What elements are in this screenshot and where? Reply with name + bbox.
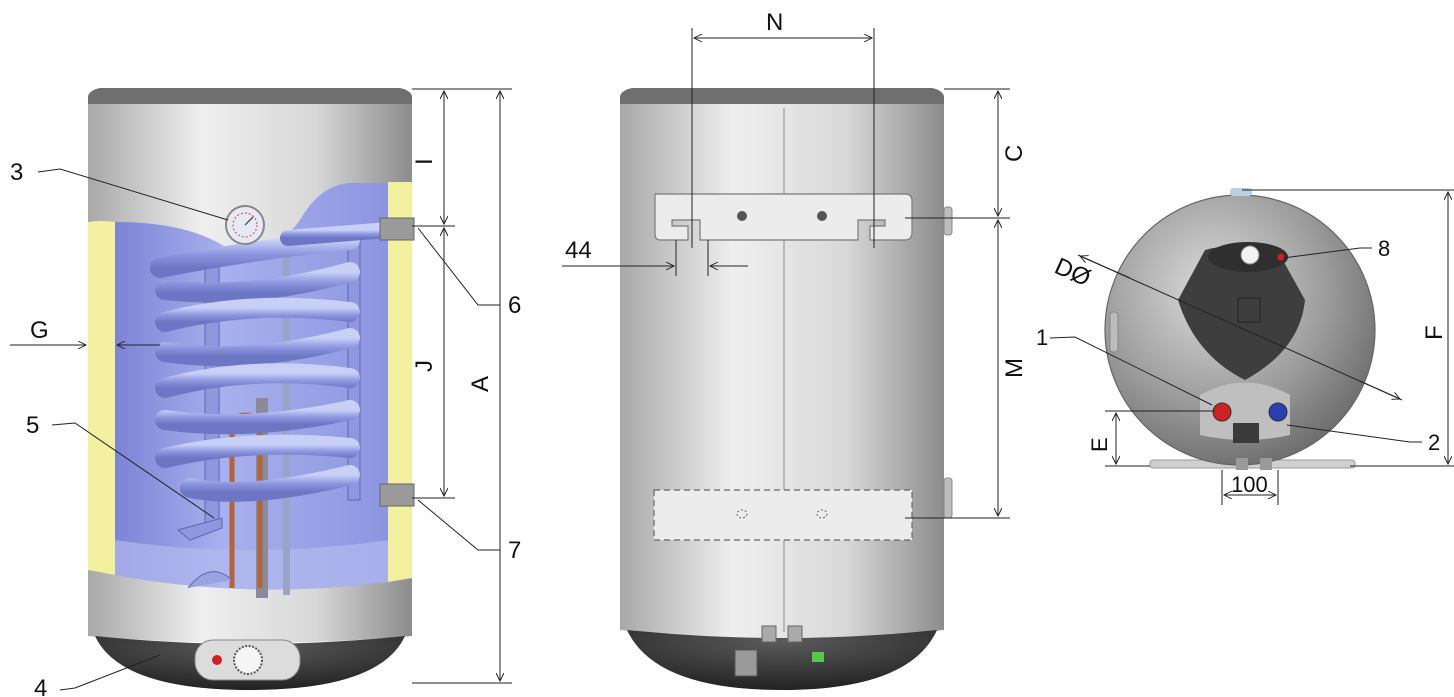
insulation-right xyxy=(388,182,412,582)
flange-bracket xyxy=(176,517,223,541)
inner-bottom xyxy=(115,540,388,590)
dim-d-label: DØ xyxy=(1051,253,1095,292)
callout-3: 3 xyxy=(10,159,23,186)
bracket-hole xyxy=(737,211,747,221)
dim-f-label: F xyxy=(1421,325,1448,340)
cold-pipe-icon xyxy=(1268,402,1288,422)
callout-7: 7 xyxy=(508,537,521,564)
hot-pipe-icon xyxy=(1212,402,1232,422)
callout-2: 2 xyxy=(1428,430,1440,455)
pipe-panel xyxy=(1200,382,1290,440)
access-cover xyxy=(1178,246,1305,380)
rear-top-rim xyxy=(620,88,944,108)
top-view xyxy=(1104,188,1376,470)
top-rim xyxy=(88,88,412,108)
dim-n-label: N xyxy=(766,9,783,36)
coil-outlet-stub xyxy=(379,483,415,507)
insulation-left xyxy=(88,221,115,575)
bracket-hole xyxy=(817,211,827,221)
dim-c-label: C xyxy=(1001,145,1028,162)
callout-4: 4 xyxy=(34,675,47,697)
element-clamp xyxy=(187,571,233,589)
indicator-light-icon xyxy=(212,655,222,665)
callout-5: 5 xyxy=(26,412,39,439)
dim-e-label: E xyxy=(1087,437,1112,452)
coil-inlet-stub xyxy=(379,217,415,241)
cutaway-view xyxy=(88,88,415,690)
lower-wall-bracket xyxy=(653,489,913,541)
thermostat-knob-icon xyxy=(233,645,263,675)
callout-1: 1 xyxy=(1036,325,1048,350)
dim-44-label: 44 xyxy=(565,237,592,264)
nameplate xyxy=(1233,423,1259,443)
callout-6: 6 xyxy=(508,292,521,319)
callout-8: 8 xyxy=(1378,236,1390,261)
dim-m-label: M xyxy=(1001,358,1028,378)
dim-100-label: 100 xyxy=(1231,472,1268,497)
dim-a-label: A xyxy=(467,376,494,392)
dim-j-label: J xyxy=(411,360,438,372)
annotations: A I J G 3 5 4 6 7 N 44 C xyxy=(10,9,1454,697)
heat-exchanger-coil xyxy=(150,222,396,502)
dim-i-label: I xyxy=(411,158,438,165)
dim-g-label: G xyxy=(30,317,49,344)
rear-view xyxy=(620,88,953,690)
upper-wall-bracket xyxy=(654,193,913,241)
rear-base xyxy=(627,630,937,690)
rear-shell xyxy=(620,104,944,638)
